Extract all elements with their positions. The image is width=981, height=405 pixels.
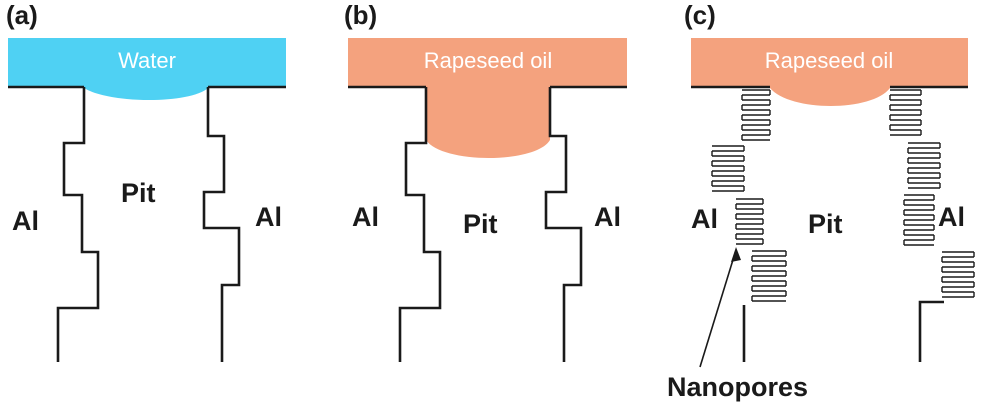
panel-a-left-wall [56, 87, 100, 362]
panel-b-right-wall [544, 87, 583, 362]
panel-c-right-wall-bottom [918, 300, 944, 362]
panel-a-right-wall [202, 87, 241, 362]
panel-b-liquid-label: Rapeseed oil [424, 48, 552, 73]
nanopores-arrow-line [699, 249, 737, 368]
panel-b-left-al-label: Al [352, 202, 379, 232]
nanopores-label: Nanopores [667, 372, 808, 402]
panel-c-label: (c) [684, 0, 716, 30]
panel-b: (b) Rapeseed oil Al Pit Al [344, 0, 627, 362]
panel-c-nanopore-layers [711, 89, 975, 302]
panel-b-left-wall [398, 87, 442, 362]
panel-a-liquid-label: Water [118, 48, 176, 73]
panel-c-pit-label: Pit [808, 209, 843, 239]
panel-c-liquid: Rapeseed oil [691, 38, 968, 106]
panel-a: (a) Water Al Pit Al [6, 0, 286, 362]
panel-b-liquid: Rapeseed oil [348, 38, 627, 158]
panel-c-liquid-label: Rapeseed oil [765, 48, 893, 73]
panel-b-liquid-shape [348, 38, 627, 158]
panel-a-pit-label: Pit [121, 178, 156, 208]
panel-a-left-al-label: Al [12, 206, 39, 236]
panel-c-right-al-label: Al [938, 202, 965, 232]
nanopores-arrow-head [731, 247, 741, 262]
panel-a-liquid: Water [8, 38, 286, 100]
panel-c-liquid-shape [691, 38, 968, 106]
panel-b-label: (b) [344, 0, 377, 30]
panel-b-pit-label: Pit [463, 209, 498, 239]
panel-c-left-al-label: Al [691, 204, 718, 234]
panel-a-label: (a) [6, 0, 38, 30]
panel-a-liquid-shape [8, 38, 286, 100]
panel-a-right-al-label: Al [255, 202, 282, 232]
panel-c-nanopores-callout: Nanopores [667, 247, 808, 402]
panel-c: (c) Rapeseed oil Al Pit Al Nanopores [667, 0, 975, 402]
panel-b-right-al-label: Al [594, 202, 621, 232]
